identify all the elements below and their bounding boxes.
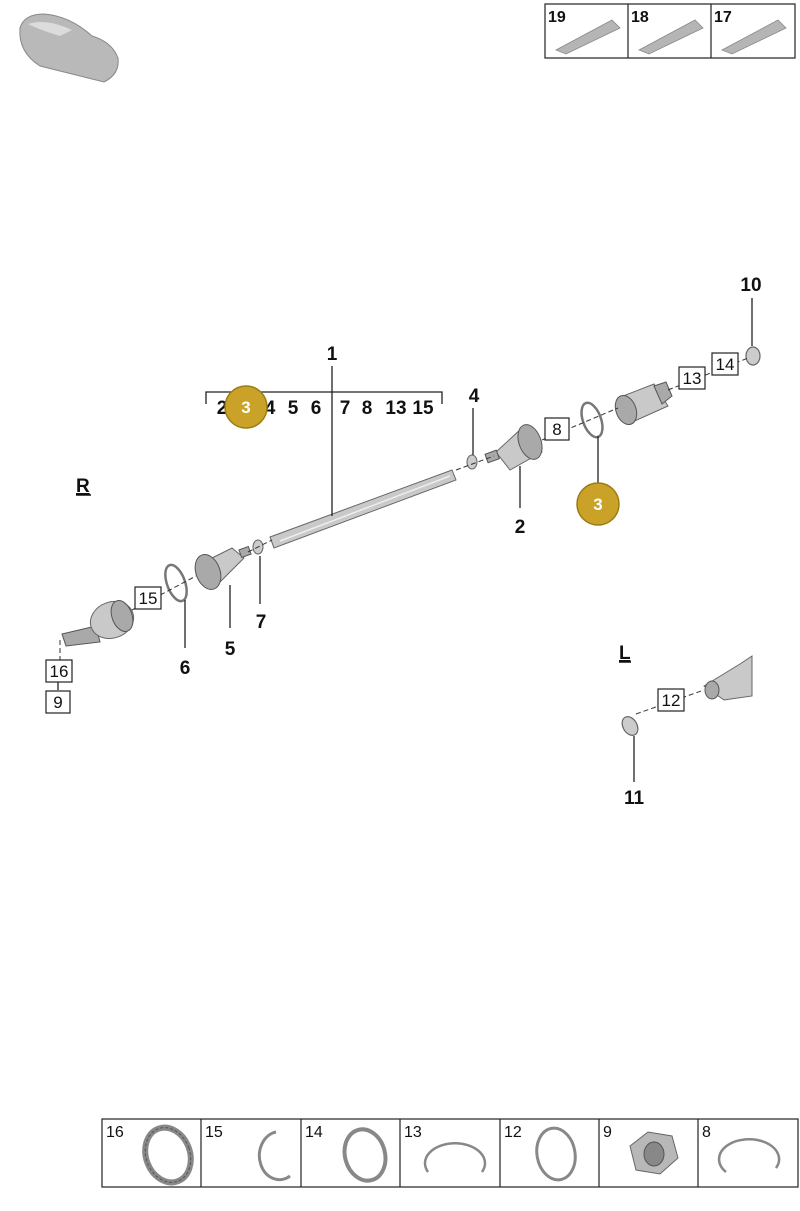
kit-item: 2 [217, 398, 228, 419]
boxed-callout-16: 16 [45, 659, 73, 683]
callout-2: 2 [515, 517, 526, 538]
callout-4: 4 [469, 386, 480, 407]
bottom-cell-label: 13 [404, 1124, 422, 1141]
kit-item: 13 [385, 398, 406, 419]
svg-text:12: 12 [662, 691, 681, 710]
collar-nut-icon [629, 1131, 679, 1175]
callout-5: 5 [225, 639, 236, 660]
clip-ring-icon [717, 1137, 781, 1173]
svg-text:9: 9 [53, 693, 62, 712]
side-label-right: R [76, 476, 90, 497]
kit-item: 4 [265, 398, 276, 419]
circlip-10 [745, 346, 761, 366]
svg-text:16: 16 [50, 662, 69, 681]
outer-cv-joint [61, 600, 135, 647]
retaining-ring-icon [535, 1126, 577, 1182]
badge-3-top[interactable]: 3 [224, 385, 268, 429]
grease-tube-icon [555, 19, 621, 55]
bottom-parts-table: 16 15 14 13 12 9 8 [101, 1118, 799, 1188]
callout-7: 7 [256, 612, 267, 633]
boxed-callout-14: 14 [711, 352, 739, 376]
top-cell-label: 18 [631, 9, 649, 26]
axle-shaft [269, 469, 457, 549]
clamp-ring-6 [164, 563, 188, 603]
outer-boot [194, 545, 252, 590]
side-label-left: L [619, 643, 631, 664]
kit-item: 6 [311, 398, 322, 419]
top-cell-label: 17 [714, 9, 732, 26]
callout-6: 6 [180, 658, 191, 679]
grease-tube-icon [721, 19, 787, 55]
badge-label: 3 [593, 495, 602, 514]
badge-3-right[interactable]: 3 [576, 482, 620, 526]
boxed-callout-9: 9 [45, 690, 71, 714]
badge-label: 3 [241, 398, 250, 417]
inner-boot [484, 424, 543, 471]
circlip-icon [423, 1142, 487, 1173]
callout-10: 10 [740, 275, 761, 296]
bottom-cell-label: 8 [702, 1124, 711, 1141]
bottom-cell-label: 9 [603, 1124, 612, 1141]
top-parts-table: 19 18 17 [544, 3, 796, 59]
svg-text:15: 15 [139, 589, 158, 608]
boxed-callout-12: 12 [657, 688, 685, 712]
callout-1: 1 [327, 344, 338, 365]
kit-item: 8 [362, 398, 373, 419]
circlip-11 [621, 716, 639, 736]
snap-ring-icon [257, 1130, 291, 1182]
boxed-callout-8: 8 [544, 417, 570, 441]
grease-tube-icon [638, 19, 704, 55]
o-ring-icon [342, 1127, 388, 1183]
kit-contents-list: 2 4 5 6 7 8 13 15 [217, 398, 434, 419]
kit-item: 15 [412, 398, 434, 419]
bottom-cell-label: 16 [106, 1124, 124, 1141]
svg-text:8: 8 [552, 420, 561, 439]
car-silhouette-icon [19, 13, 119, 83]
svg-text:14: 14 [716, 355, 735, 374]
bottom-cell-label: 14 [305, 1124, 323, 1141]
clamp-ring-3 [580, 401, 604, 439]
lock-washer-icon [142, 1124, 194, 1186]
left-side-shaft [703, 655, 753, 701]
boxed-callout-15: 15 [134, 586, 162, 610]
callout-11: 11 [624, 788, 645, 809]
kit-item: 5 [288, 398, 299, 419]
boxed-callout-13: 13 [678, 366, 706, 390]
inner-cv-joint [614, 381, 673, 426]
clamp-4 [466, 454, 478, 470]
svg-text:13: 13 [683, 369, 702, 388]
top-cell-label: 19 [548, 9, 566, 26]
bottom-cell-label: 15 [205, 1124, 223, 1141]
kit-item: 7 [340, 398, 351, 419]
bottom-cell-label: 12 [504, 1124, 522, 1141]
